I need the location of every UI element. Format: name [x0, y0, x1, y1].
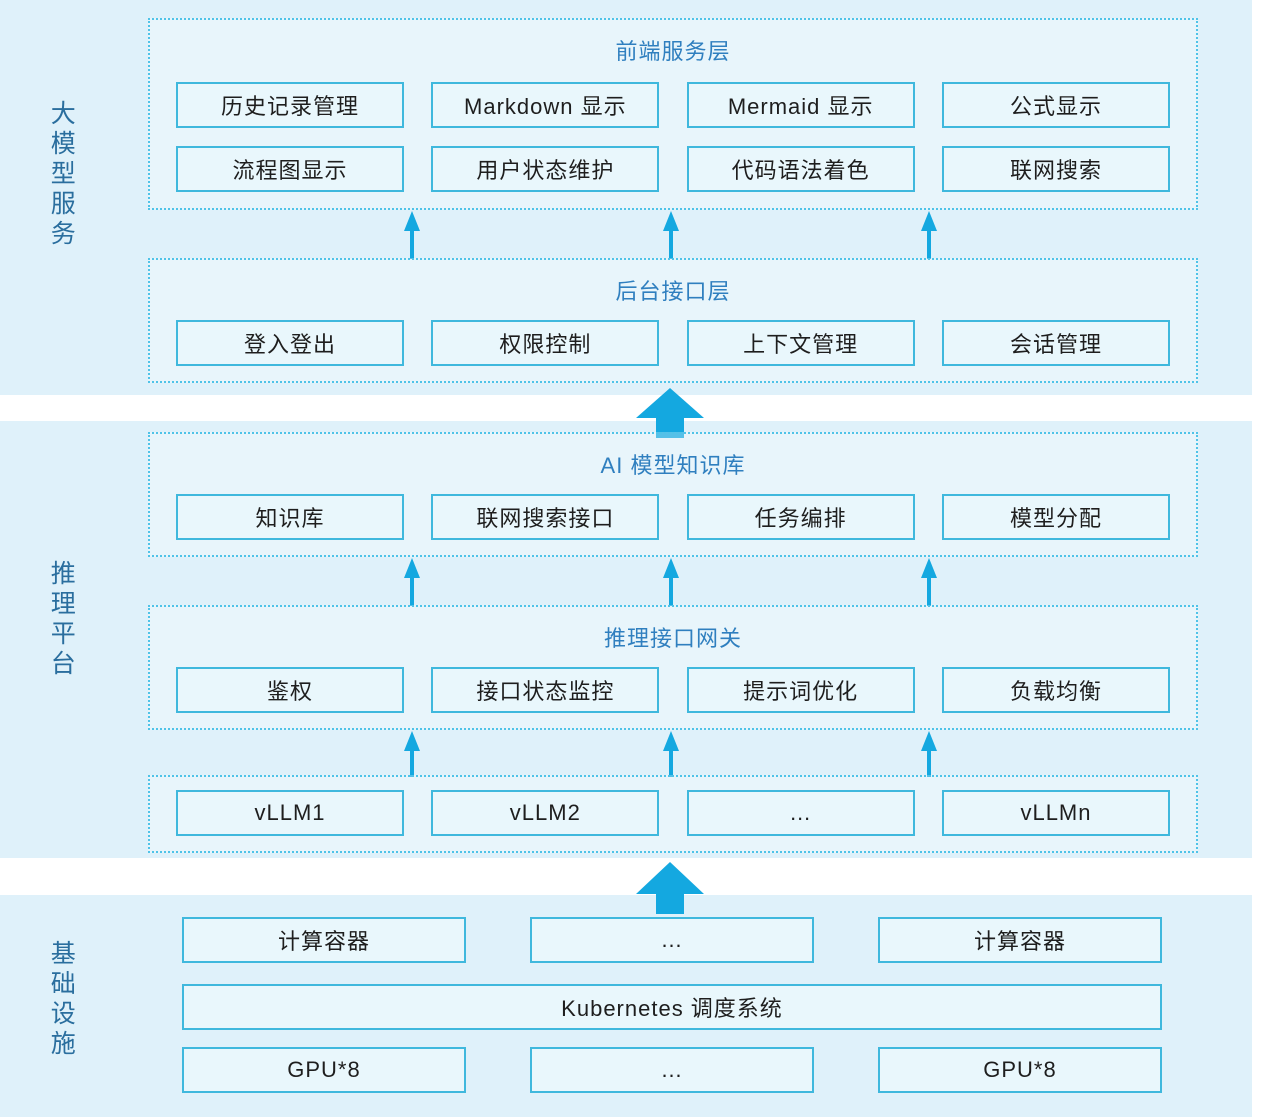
box-vllm-1[interactable]: vLLM1 — [176, 790, 404, 836]
panel-title-knowledge-base: AI 模型知识库 — [600, 453, 746, 478]
box-web-search-api[interactable]: 联网搜索接口 — [431, 494, 660, 540]
panel-title-frontend: 前端服务层 — [615, 39, 731, 64]
box-vllm-n[interactable]: vLLMn — [941, 790, 1170, 836]
box-context-management[interactable]: 上下文管理 — [686, 320, 915, 366]
arrow-vllm-to-gateway-3 — [920, 731, 938, 777]
box-gpu-ellipsis[interactable]: … — [530, 1047, 814, 1093]
arrow-gateway-to-kb-2 — [662, 558, 680, 606]
panel-title-gateway: 推理接口网关 — [603, 626, 742, 651]
infra-container-row: 计算容器 … 计算容器 — [182, 917, 1162, 963]
box-interface-monitoring[interactable]: 接口状态监控 — [431, 667, 660, 713]
box-prompt-optimization[interactable]: 提示词优化 — [686, 667, 915, 713]
box-user-state-maintain[interactable]: 用户状态维护 — [431, 146, 660, 192]
box-login-logout[interactable]: 登入登出 — [176, 320, 404, 366]
box-gpu-2[interactable]: GPU*8 — [878, 1047, 1162, 1093]
box-formula-display[interactable]: 公式显示 — [941, 82, 1170, 128]
panel-ai-model-knowledge-base: AI 模型知识库 知识库 联网搜索接口 任务编排 模型分配 — [148, 432, 1198, 557]
box-compute-container-ellipsis[interactable]: … — [530, 917, 814, 963]
box-knowledge-base[interactable]: 知识库 — [176, 494, 404, 540]
box-markdown-display[interactable]: Markdown 显示 — [431, 82, 660, 128]
box-mermaid-display[interactable]: Mermaid 显示 — [686, 82, 915, 128]
box-vllm-ellipsis[interactable]: … — [686, 790, 915, 836]
arrow-vllm-to-gateway-2 — [662, 731, 680, 777]
box-vllm-2[interactable]: vLLM2 — [431, 790, 660, 836]
box-task-orchestration[interactable]: 任务编排 — [686, 494, 915, 540]
box-code-syntax-highlight[interactable]: 代码语法着色 — [686, 146, 915, 192]
panel-title-backend: 后台接口层 — [615, 279, 731, 304]
arrow-backend-to-frontend-2 — [662, 211, 680, 259]
frontend-row-1: 历史记录管理 Markdown 显示 Mermaid 显示 公式显示 — [176, 82, 1170, 128]
backend-row-1: 登入登出 权限控制 上下文管理 会话管理 — [176, 320, 1170, 366]
arrow-gateway-to-kb-1 — [403, 558, 421, 606]
box-session-management[interactable]: 会话管理 — [941, 320, 1170, 366]
section-label-large-model-service: 大模型服务 — [47, 100, 76, 250]
box-history-management[interactable]: 历史记录管理 — [176, 82, 404, 128]
panel-inference-gateway: 推理接口网关 鉴权 接口状态监控 提示词优化 负载均衡 — [148, 605, 1198, 730]
box-compute-container-1[interactable]: 计算容器 — [182, 917, 466, 963]
box-permission-control[interactable]: 权限控制 — [431, 320, 660, 366]
box-authentication[interactable]: 鉴权 — [176, 667, 404, 713]
arrow-gateway-to-kb-3 — [920, 558, 938, 606]
box-gpu-1[interactable]: GPU*8 — [182, 1047, 466, 1093]
vllm-row-1: vLLM1 vLLM2 … vLLMn — [176, 790, 1170, 836]
box-flowchart-display[interactable]: 流程图显示 — [176, 146, 404, 192]
section-label-inference-platform: 推理平台 — [47, 560, 76, 680]
arrow-backend-to-frontend-1 — [403, 211, 421, 259]
panel-frontend-service-layer: 前端服务层 历史记录管理 Markdown 显示 Mermaid 显示 公式显示… — [148, 18, 1198, 210]
band-inference-platform — [0, 421, 1252, 858]
arrow-vllm-to-gateway-1 — [403, 731, 421, 777]
arrow-backend-to-frontend-3 — [920, 211, 938, 259]
box-load-balancing[interactable]: 负载均衡 — [941, 667, 1170, 713]
box-kubernetes-scheduler[interactable]: Kubernetes 调度系统 — [182, 984, 1162, 1030]
arrow-infrastructure-to-platform — [634, 862, 706, 914]
infra-gpu-row: GPU*8 … GPU*8 — [182, 1047, 1162, 1093]
section-label-infrastructure: 基础设施 — [47, 940, 76, 1060]
arrow-platform-to-service — [634, 388, 706, 438]
gateway-row-1: 鉴权 接口状态监控 提示词优化 负载均衡 — [176, 667, 1170, 713]
panel-vllm-instances: vLLM1 vLLM2 … vLLMn — [148, 775, 1198, 853]
knowledge-row-1: 知识库 联网搜索接口 任务编排 模型分配 — [176, 494, 1170, 540]
box-model-allocation[interactable]: 模型分配 — [941, 494, 1170, 540]
panel-backend-interface-layer: 后台接口层 登入登出 权限控制 上下文管理 会话管理 — [148, 258, 1198, 383]
frontend-row-2: 流程图显示 用户状态维护 代码语法着色 联网搜索 — [176, 146, 1170, 192]
box-compute-container-2[interactable]: 计算容器 — [878, 917, 1162, 963]
box-web-search[interactable]: 联网搜索 — [941, 146, 1170, 192]
